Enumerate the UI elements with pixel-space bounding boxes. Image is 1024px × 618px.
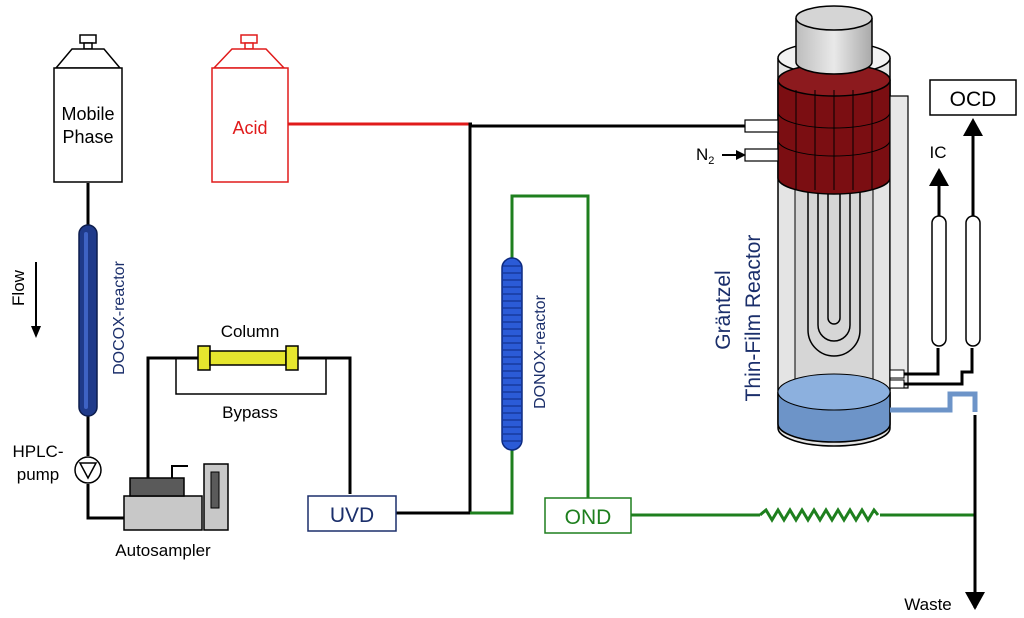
ond-detector [544,497,632,534]
mobile-phase-bottle [53,34,123,183]
hplc-pump-label-line1: HPLC- [12,442,63,461]
n2-label: N2 [696,145,714,167]
waste-arrow-icon [965,592,985,610]
donox-to-ond-line [470,194,590,515]
uvd-label: UVD [330,504,374,527]
bypass-loop [175,358,327,395]
acid-to-reactor-line [468,122,745,128]
ic-label: IC [930,143,947,162]
acid-label: Acid [232,118,267,138]
ocd-arrow-icon [963,118,983,136]
restrictor-coil [759,507,880,523]
reactor-label-line1: Gräntzel [712,270,735,349]
uvd-detector [307,495,397,532]
acid-bottle [211,34,289,183]
ond-label: OND [565,506,612,529]
column [197,345,299,371]
flow-arrow-icon [31,326,41,338]
uvd-to-reactor-line [396,126,472,515]
ocd-label: OCD [950,88,997,111]
hplc-pump-triangle [78,462,98,480]
column-label: Column [221,322,280,341]
reactor-label-line2: Thin-Film Reactor [742,235,765,402]
ocd-trap-tube [965,215,981,347]
bypass-label: Bypass [222,403,278,422]
flow-label: Flow [9,269,28,306]
hplc-pump-label-line2: pump [17,465,60,484]
ic-arrow-icon [929,168,949,186]
autosampler [123,463,229,531]
heater-ring-line [777,111,891,129]
column-to-uvd-line [298,356,352,494]
mobile-phase-label-line2: Phase [62,127,113,147]
n2-arrow-icon [736,150,746,160]
docox-reactor-highlight [84,232,88,409]
docox-reactor-label: DOCOX-reactor [111,260,128,374]
water-outlet-line [890,391,978,413]
autosampler-label: Autosampler [115,541,211,560]
mobile-phase-label-line1: Mobile [61,104,114,124]
autosampler-to-column-line [146,356,198,478]
donox-reactor-label: DONOX-reactor [532,294,549,408]
reactor-to-ic-trap-line [904,348,940,376]
pump-to-autosampler-line [86,484,128,520]
heater-ring-line [777,139,891,157]
donox-reactor [501,257,523,451]
reactor-to-ocd-trap-line [904,348,974,386]
ocd-detector [929,79,1017,116]
waste-label: Waste [904,595,952,614]
thin-film-reactor [744,5,909,447]
ic-trap-tube [931,215,947,347]
